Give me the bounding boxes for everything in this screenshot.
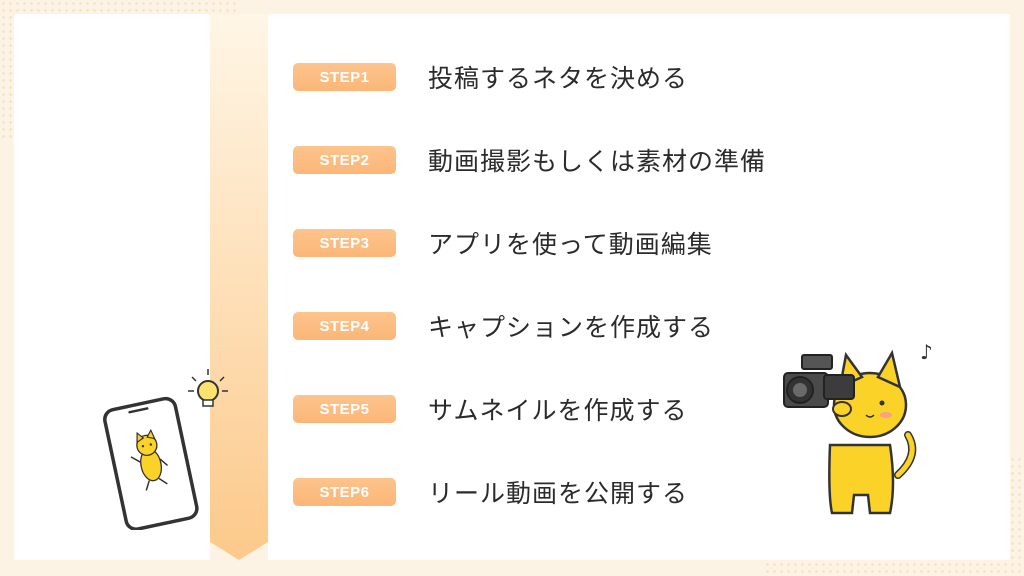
step-row-1: STEP1 投稿するネタを決める bbox=[293, 62, 893, 93]
step-row-3: STEP3 アプリを使って動画編集 bbox=[293, 228, 893, 259]
step-badge: STEP4 bbox=[293, 312, 396, 340]
svg-text:♪: ♪ bbox=[920, 340, 933, 364]
step-badge: STEP5 bbox=[293, 395, 396, 423]
step-badge: STEP6 bbox=[293, 478, 396, 506]
step-label: キャプションを作成する bbox=[428, 313, 715, 342]
step-badge: STEP1 bbox=[293, 63, 396, 91]
step-badge: STEP3 bbox=[293, 229, 396, 257]
step-label: サムネイルを作成する bbox=[428, 396, 688, 425]
phone-cat-illustration bbox=[103, 369, 228, 530]
step-label: リール動画を公開する bbox=[428, 479, 689, 508]
cat-camera-illustration: ♪ bbox=[783, 340, 933, 515]
step-label: アプリを使って動画編集 bbox=[428, 230, 713, 259]
step-label: 動画撮影もしくは素材の準備 bbox=[428, 147, 767, 176]
step-row-5: STEP5 サムネイルを作成する bbox=[293, 394, 893, 425]
step-badge: STEP2 bbox=[293, 146, 396, 174]
step-row-6: STEP6 リール動画を公開する bbox=[293, 477, 893, 508]
step-row-2: STEP2 動画撮影もしくは素材の準備 bbox=[293, 145, 893, 176]
step-row-4: STEP4 キャプションを作成する bbox=[293, 311, 893, 342]
progress-arrow bbox=[210, 14, 268, 560]
step-label: 投稿するネタを決める bbox=[428, 64, 689, 93]
